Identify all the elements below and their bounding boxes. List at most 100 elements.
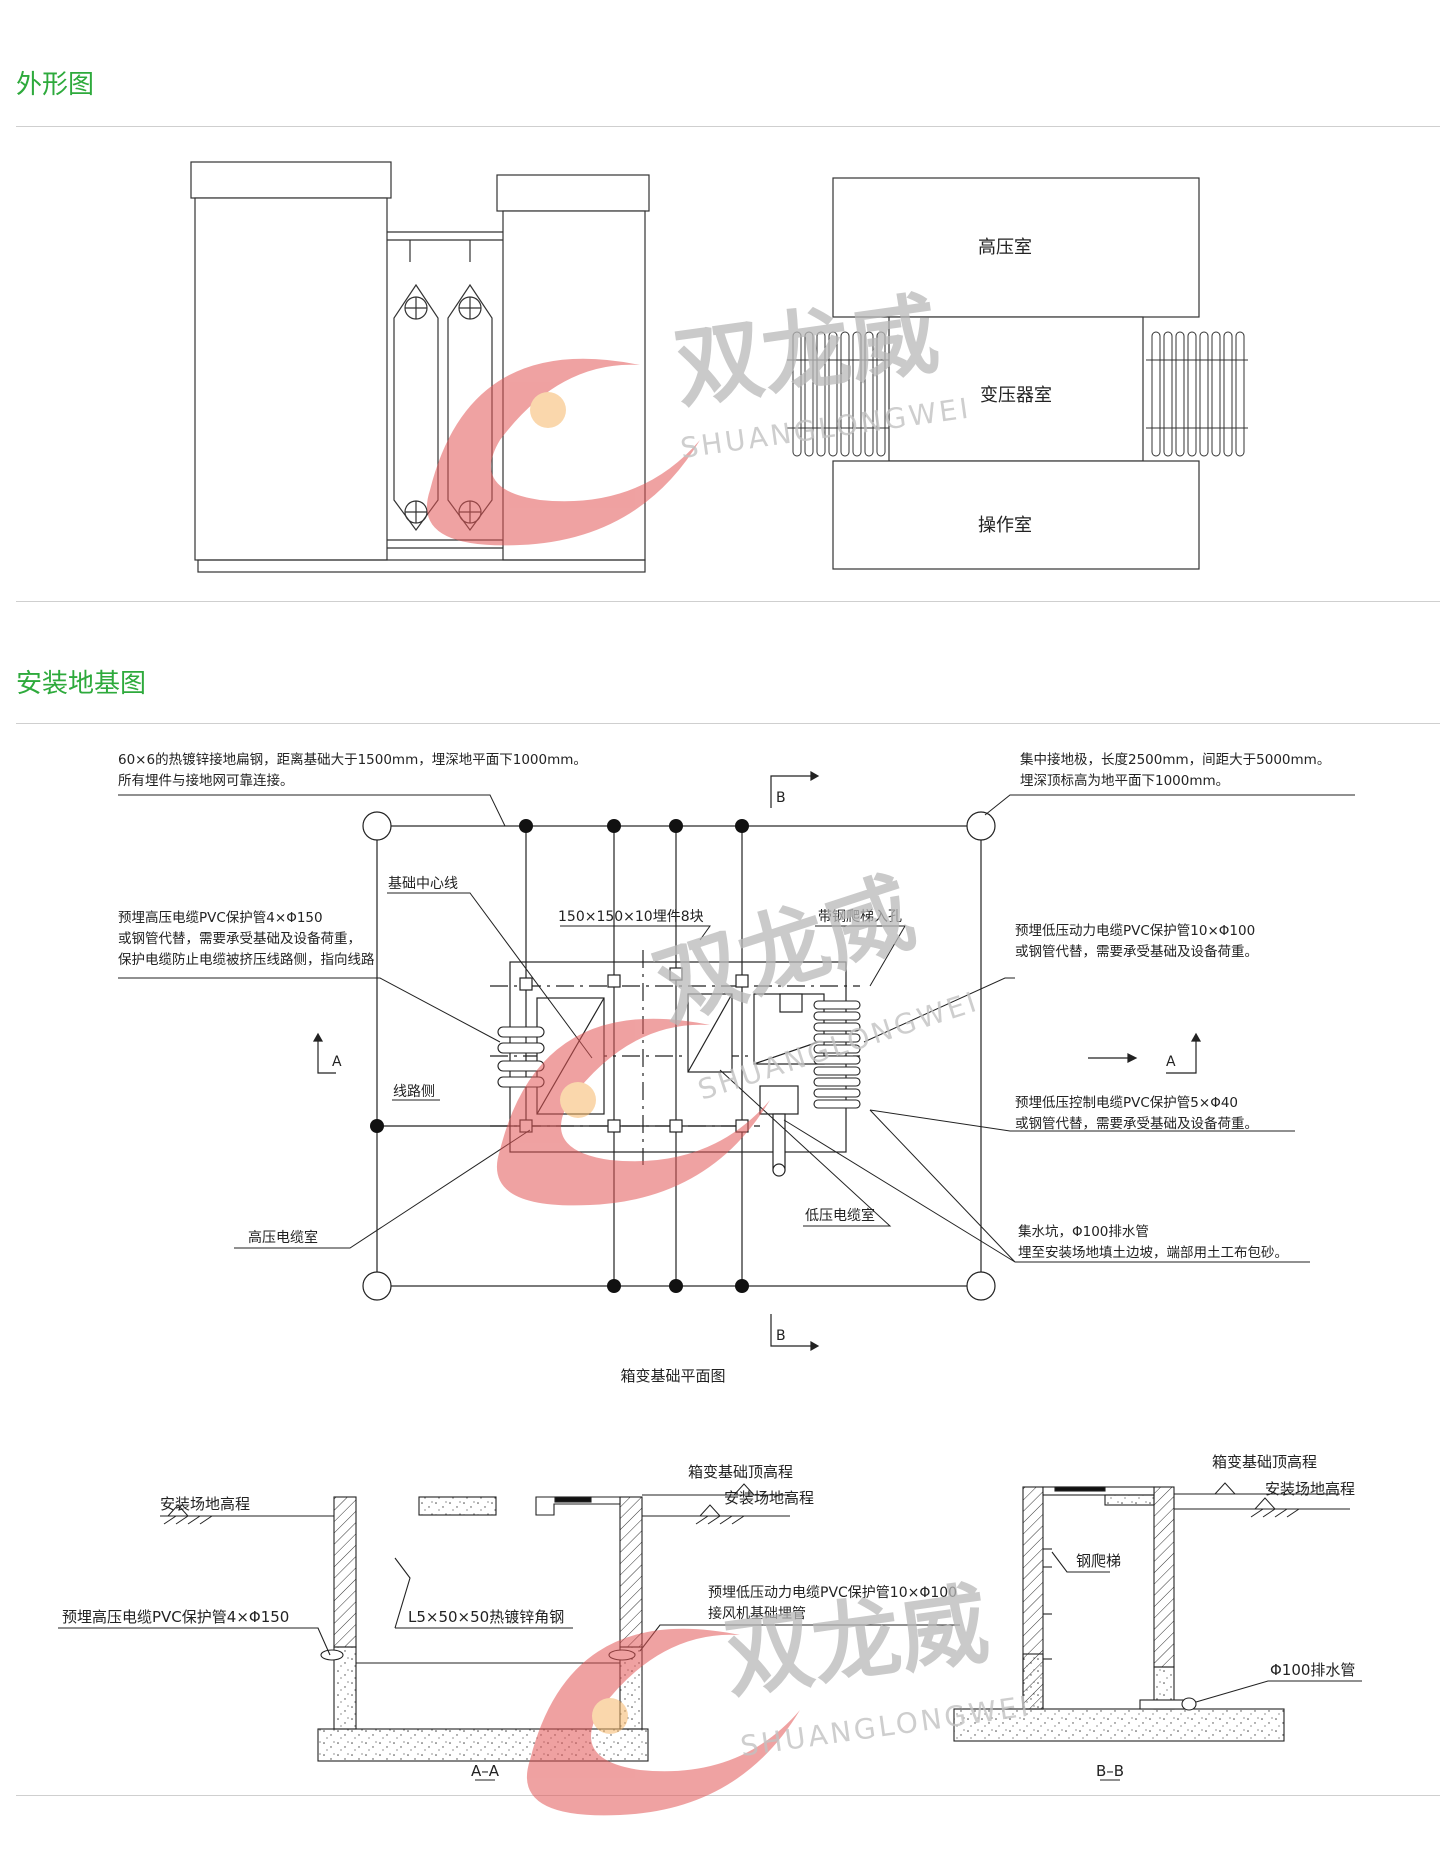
radiator-fin — [828, 331, 838, 457]
ground-symbols-a — [163, 1483, 755, 1525]
top-plan-view — [832, 177, 1200, 570]
high-voltage-room — [832, 177, 1200, 318]
aa-found-top: 箱变基础顶高程 — [688, 1463, 793, 1481]
grounding-point — [370, 1119, 384, 1133]
note-hv-pipe-1: 预埋高压电缆PVC保护管4×Φ150 — [118, 909, 323, 926]
section-b-b — [953, 1486, 1362, 1781]
label-embed-plates: 150×150×10埋件8块 — [558, 909, 704, 925]
note-sump-2: 埋至安装场地填土边坡，端部用土工布包砂。 — [1018, 1245, 1288, 1261]
grounding-point — [735, 1279, 749, 1293]
label-center-line: 基础中心线 — [388, 875, 458, 892]
grounding-points — [370, 819, 749, 1293]
note-sump-1: 集水坑，Φ100排水管 — [1018, 1224, 1149, 1240]
bb-site-elev: 安装场地高程 — [1265, 1480, 1355, 1498]
radiator-fin — [1151, 331, 1161, 457]
note-lv-control-pipe-1: 预埋低压控制电缆PVC保护管5×Φ40 — [1015, 1095, 1238, 1111]
label-lv-cable-room: 低压电缆室 — [805, 1207, 875, 1224]
divider — [16, 126, 1440, 127]
watermark-logo — [426, 358, 700, 546]
lv-pipe — [813, 1033, 861, 1043]
grounding-point — [669, 1279, 683, 1293]
section-mark-a-left: A — [332, 1054, 342, 1070]
section-a-a — [58, 1494, 960, 1781]
aa-angle-steel: L5×50×50热镀锌角钢 — [408, 1608, 564, 1626]
bb-caption: B–B — [1096, 1762, 1124, 1780]
lv-pipe — [813, 1066, 861, 1076]
lv-pipe — [813, 1011, 861, 1021]
note-ground-electrode-1: 集中接地极，长度2500mm，间距大于5000mm。 — [1020, 751, 1330, 768]
grounding-point — [669, 819, 683, 833]
grounding-point — [519, 819, 533, 833]
radiator-fin — [1175, 331, 1185, 457]
aa-lv-pipe: 预埋低压动力电缆PVC保护管10×Φ100 — [708, 1585, 957, 1601]
radiator-right — [1146, 331, 1248, 457]
foundation-section-title: 安装地基图 — [16, 669, 147, 699]
label-hv-cable-room: 高压电缆室 — [248, 1229, 318, 1246]
bb-found-top: 箱变基础顶高程 — [1212, 1453, 1317, 1471]
radiator-fin — [1187, 331, 1197, 457]
grounding-point — [607, 1279, 621, 1293]
radiator-fin — [852, 331, 862, 457]
lv-pipe — [813, 1055, 861, 1065]
note-hv-pipe-2: 或钢管代替，需要承受基础及设备荷重， — [118, 930, 361, 947]
radiator-left — [787, 331, 889, 457]
watermark-logo — [526, 1628, 800, 1816]
aa-site-elev-right: 安装场地高程 — [724, 1489, 814, 1507]
bb-ladder: 钢爬梯 — [1076, 1552, 1121, 1570]
hv-pipe — [497, 1060, 545, 1072]
note-ground-electrode-2: 埋深顶标高为地平面下1000mm。 — [1020, 772, 1229, 789]
bb-drain: Φ100排水管 — [1270, 1661, 1355, 1679]
divider — [16, 1795, 1440, 1796]
operation-room-label: 操作室 — [978, 515, 1032, 536]
divider — [16, 601, 1440, 602]
lv-pipe-group — [813, 1000, 861, 1109]
label-ladder-hole: 带钢爬梯入孔 — [818, 909, 902, 925]
lv-pipe — [813, 1000, 861, 1010]
section-marks — [312, 770, 1202, 1352]
operation-room — [832, 460, 1200, 570]
note-lv-control-pipe-2: 或钢管代替，需要承受基础及设备荷重。 — [1015, 1115, 1258, 1132]
lv-pipe — [813, 1077, 861, 1087]
plan-caption: 箱变基础平面图 — [620, 1367, 725, 1385]
radiator-fin — [1223, 331, 1233, 457]
hv-pipe — [497, 1026, 545, 1038]
high-voltage-room-label: 高压室 — [978, 237, 1032, 258]
aa-hv-pipe: 预埋高压电缆PVC保护管4×Φ150 — [62, 1608, 289, 1626]
grounding-point — [607, 819, 621, 833]
grounding-point — [735, 819, 749, 833]
radiator-fin — [816, 331, 826, 457]
note-hv-pipe-3: 保护电缆防止电缆被挤压线路侧，指向线路 — [118, 952, 375, 968]
lv-pipe — [813, 1022, 861, 1032]
exterior-section-title: 外形图 — [16, 70, 95, 100]
aa-caption: A–A — [471, 1762, 500, 1780]
radiator-fin — [1235, 331, 1245, 457]
note-lv-power-pipe-2: 或钢管代替，需要承受基础及设备荷重。 — [1015, 943, 1258, 960]
radiator-fin — [1163, 331, 1173, 457]
lv-pipe — [813, 1088, 861, 1098]
aa-site-elev-left: 安装场地高程 — [160, 1495, 250, 1513]
note-grounding-steel-1: 60×6的热镀锌接地扁钢，距离基础大于1500mm，埋深地平面下1000mm。 — [118, 751, 587, 768]
radiator-fin — [1211, 331, 1221, 457]
radiator-fin — [792, 331, 802, 457]
radiator-fin — [840, 331, 850, 457]
radiator-fin — [804, 331, 814, 457]
section-mark-b-top: B — [776, 790, 786, 806]
aa-fan-pipe: 接风机基础埋管 — [708, 1605, 806, 1622]
transformer-room-label: 变压器室 — [980, 385, 1052, 406]
leader-lines — [118, 794, 1355, 1263]
section-mark-b-bottom: B — [776, 1328, 786, 1344]
section-mark-a-right: A — [1166, 1054, 1176, 1070]
label-line-side: 线路侧 — [393, 1084, 435, 1100]
divider — [16, 723, 1440, 724]
note-lv-power-pipe-1: 预埋低压动力电缆PVC保护管10×Φ100 — [1015, 923, 1255, 939]
hv-pipe — [497, 1042, 545, 1054]
note-grounding-steel-2: 所有埋件与接地网可靠连接。 — [118, 772, 294, 789]
transformer-room — [888, 316, 1144, 462]
watermark-logo — [496, 1018, 770, 1206]
radiator-fin — [1199, 331, 1209, 457]
lv-pipe — [813, 1099, 861, 1109]
radiator-fin — [876, 331, 886, 457]
lv-pipe — [813, 1044, 861, 1054]
radiator-fin — [864, 331, 874, 457]
